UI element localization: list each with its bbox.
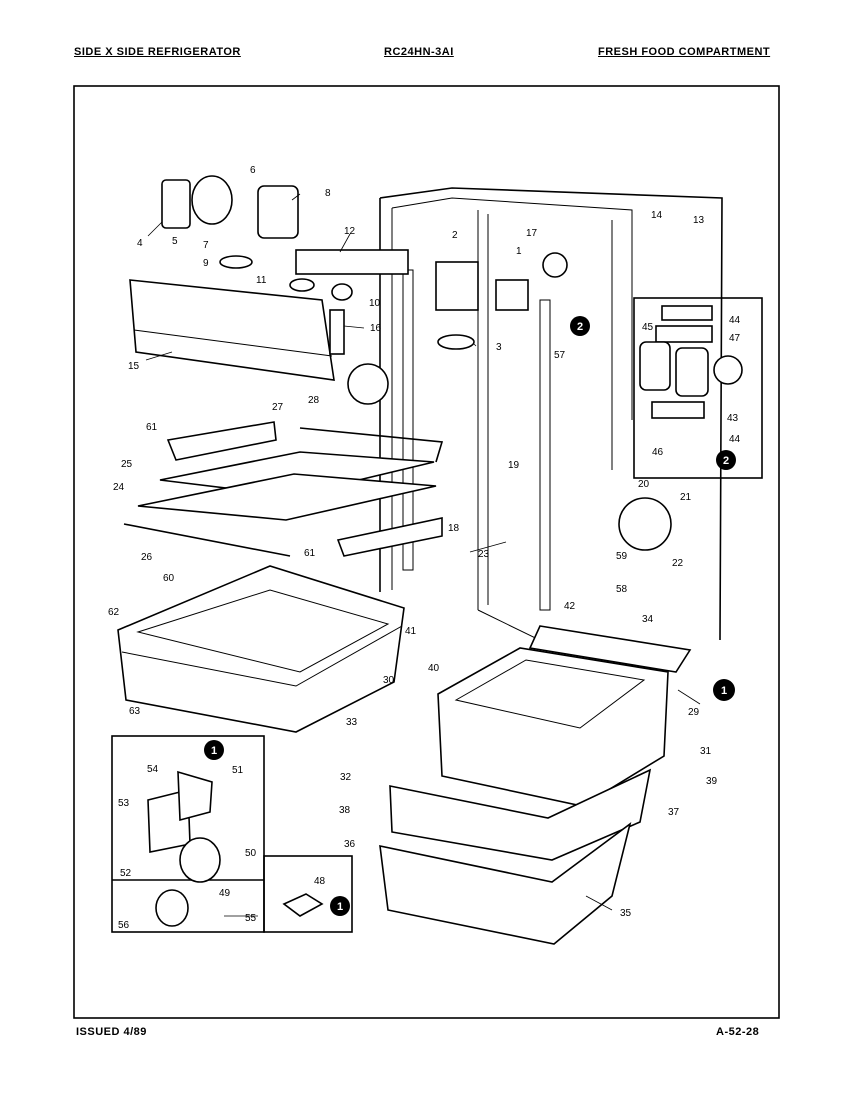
callout-6: 6 <box>250 165 256 176</box>
callout-63: 63 <box>129 706 141 717</box>
callout-32: 32 <box>340 772 352 783</box>
callout-23: 23 <box>478 549 490 560</box>
callout-58: 58 <box>616 584 628 595</box>
callout-21: 21 <box>680 492 692 503</box>
callout-48: 48 <box>314 876 326 887</box>
callout-16: 16 <box>370 323 382 334</box>
callout-36: 36 <box>344 839 356 850</box>
callout-29: 29 <box>688 707 700 718</box>
footer-page-code: A-52-28 <box>716 1026 760 1038</box>
callout-24: 24 <box>113 482 125 493</box>
callout-25: 25 <box>121 459 133 470</box>
callout-49: 49 <box>219 888 231 899</box>
callout-31: 31 <box>700 746 712 757</box>
callout-14: 14 <box>651 210 663 221</box>
callout-15: 15 <box>128 361 140 372</box>
callout-11: 11 <box>256 275 267 286</box>
callout-1: 1 <box>516 246 522 257</box>
callout-30: 30 <box>383 675 395 686</box>
callout-53: 53 <box>118 798 130 809</box>
callout-27: 27 <box>272 402 284 413</box>
callout-40: 40 <box>428 663 440 674</box>
callout-47: 47 <box>729 333 741 344</box>
callout-38: 38 <box>339 805 351 816</box>
callout-2: 2 <box>452 230 458 241</box>
callout-45: 45 <box>642 322 654 333</box>
crisper-pans-right <box>379 625 692 945</box>
leader-lines <box>145 193 701 917</box>
detail-28 <box>347 363 389 405</box>
crisper-pan-left <box>117 565 405 733</box>
svg-text:2: 2 <box>723 455 729 467</box>
callout-35: 35 <box>620 908 632 919</box>
callout-51: 51 <box>232 765 244 776</box>
callout-4: 4 <box>137 238 143 249</box>
callout-9: 9 <box>203 258 209 269</box>
callout-42: 42 <box>564 601 576 612</box>
callout-19: 19 <box>508 460 520 471</box>
callout-3: 3 <box>496 342 502 353</box>
ref-badge-1-small: 1 <box>330 896 350 916</box>
callout-56: 56 <box>118 920 130 931</box>
callout-39: 39 <box>706 776 718 787</box>
callout-17: 17 <box>526 228 538 239</box>
callout-61b: 61 <box>304 548 316 559</box>
callout-43: 43 <box>727 413 739 424</box>
control-components <box>161 175 568 350</box>
callout-60: 60 <box>163 573 175 584</box>
callout-62: 62 <box>108 607 120 618</box>
callout-44: 44 <box>729 315 741 326</box>
ref-badge-2-cabinet: 2 <box>570 316 590 336</box>
glass-shelves <box>123 421 444 557</box>
callout-5: 5 <box>172 236 178 247</box>
svg-text:2: 2 <box>577 321 583 333</box>
callout-labels: 1 2 3 4 5 6 7 8 9 10 11 12 13 14 15 16 1… <box>108 165 741 931</box>
callout-18: 18 <box>448 523 460 534</box>
callout-12: 12 <box>344 226 356 237</box>
header-section: FRESH FOOD COMPARTMENT <box>598 46 771 58</box>
inset-detail-1 <box>111 735 353 933</box>
ref-badge-1-top: 1 <box>713 679 735 701</box>
header-model-number: RC24HN-3AI <box>384 46 454 58</box>
callout-33: 33 <box>346 717 358 728</box>
callout-55: 55 <box>245 913 257 924</box>
callout-10: 10 <box>369 298 381 309</box>
callout-8: 8 <box>325 188 331 199</box>
callout-50: 50 <box>245 848 257 859</box>
callout-52: 52 <box>120 868 132 879</box>
callout-54: 54 <box>147 764 159 775</box>
callout-41: 41 <box>405 626 417 637</box>
callout-57: 57 <box>554 350 566 361</box>
callout-34: 34 <box>642 614 654 625</box>
callout-61: 61 <box>146 422 158 433</box>
callout-22: 22 <box>672 558 684 569</box>
ref-badge-1-inset: 1 <box>204 740 224 760</box>
footer-issued-date: ISSUED 4/89 <box>76 1026 147 1038</box>
svg-text:1: 1 <box>337 901 343 913</box>
svg-text:1: 1 <box>211 745 217 757</box>
inset-detail-2 <box>633 297 763 479</box>
callout-13: 13 <box>693 215 705 226</box>
callout-46: 46 <box>652 447 664 458</box>
callout-26: 26 <box>141 552 153 563</box>
ref-badge-2-inset: 2 <box>716 450 736 470</box>
header-model-type: SIDE X SIDE REFRIGERATOR <box>74 46 241 58</box>
callout-7: 7 <box>203 240 209 251</box>
diagram-frame <box>73 85 780 1019</box>
svg-text:1: 1 <box>721 685 727 697</box>
detail-21-22 <box>618 497 672 551</box>
callout-44b: 44 <box>729 434 741 445</box>
control-panel <box>129 279 345 381</box>
callout-20: 20 <box>638 479 650 490</box>
callout-37: 37 <box>668 807 680 818</box>
callout-59: 59 <box>616 551 628 562</box>
callout-28: 28 <box>308 395 320 406</box>
